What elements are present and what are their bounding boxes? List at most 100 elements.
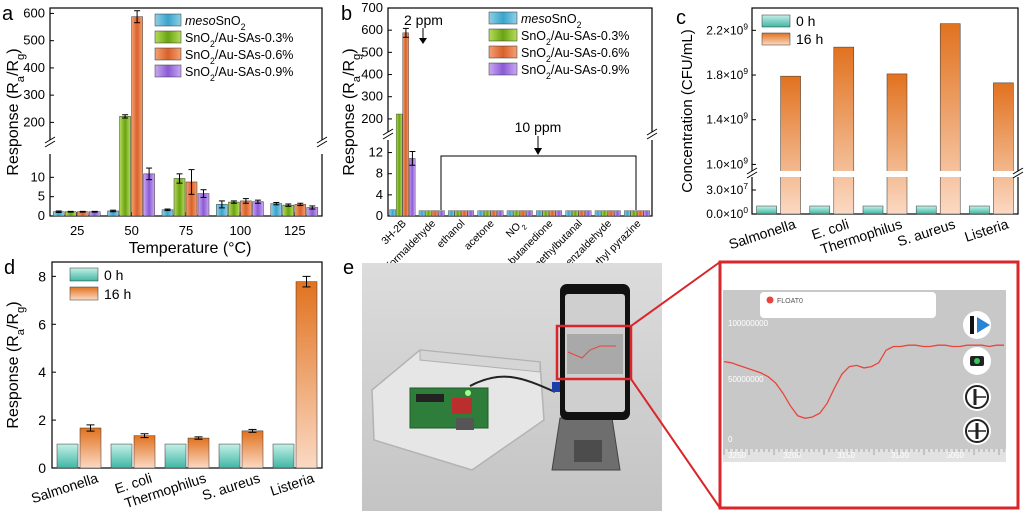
app-x-label: 3050 <box>946 451 964 460</box>
bar <box>496 210 504 217</box>
legend-label: SnO2/Au-SAs-0.9% <box>185 65 293 83</box>
axis-break-mark <box>44 140 56 148</box>
bar <box>218 443 241 469</box>
x-tick-label: 25 <box>70 223 84 238</box>
bar <box>79 427 102 469</box>
x-tick-label: 75 <box>179 223 193 238</box>
bar <box>119 116 131 217</box>
horizontal-scale-icon <box>965 385 989 409</box>
x-tick-label: S. aureus <box>895 216 957 250</box>
panel-letter-d: d <box>4 257 15 279</box>
legend-label: 0 h <box>796 13 815 29</box>
bar <box>133 435 156 469</box>
acrylic-box-top <box>419 349 541 373</box>
bar <box>939 23 961 215</box>
zoom-line <box>630 378 721 509</box>
bar <box>630 210 638 217</box>
bar <box>584 210 592 217</box>
bar <box>418 210 426 217</box>
bar <box>571 210 579 217</box>
bar <box>886 73 908 215</box>
panel-letter-c: c <box>676 7 686 29</box>
y-tick-label: 4 <box>376 187 383 202</box>
board-led <box>465 390 471 396</box>
bar <box>477 210 484 217</box>
bar <box>56 443 79 469</box>
y-tick-label: 8 <box>376 166 383 181</box>
y-axis-label: Response (Ra/Rg) <box>341 48 363 175</box>
x-tick-label: 125 <box>284 223 306 238</box>
bar <box>187 437 210 469</box>
app-y-label: 100000000 <box>728 319 769 328</box>
bar <box>565 210 572 217</box>
app-y-label: 50000000 <box>728 375 764 384</box>
legend-swatch <box>488 28 518 42</box>
legend-label: SnO2/Au-SAs-0.3% <box>185 31 293 49</box>
legend-swatch <box>154 30 182 44</box>
panel-letter-e: e <box>343 257 354 279</box>
plot-frame <box>51 261 323 469</box>
legend-label: SnO2/Au-SAs-0.6% <box>185 48 293 66</box>
bar <box>490 210 497 217</box>
y-tick-label: 200 <box>361 111 383 126</box>
bar <box>643 210 651 217</box>
bar <box>389 209 396 217</box>
legend-label: 0 h <box>104 267 123 283</box>
camera-icon <box>974 358 980 364</box>
board-component <box>452 398 472 414</box>
bar <box>252 201 264 217</box>
bar <box>594 210 602 217</box>
bar <box>164 443 187 469</box>
panel-letter-a: a <box>2 3 14 25</box>
axis-break-mark <box>382 128 394 136</box>
bar <box>294 204 307 217</box>
axis-break-mark <box>382 132 394 140</box>
app-x-label: 3100 <box>891 451 909 460</box>
axis-break-mark <box>1012 171 1024 179</box>
annotation-arrowhead <box>419 38 427 44</box>
y-axis-label: Response (Ra/Rg) <box>5 301 27 428</box>
bar <box>578 210 585 217</box>
plot-frame <box>751 7 1019 215</box>
axis-break-mark <box>646 128 658 136</box>
legend-label: mesoSnO2 <box>185 14 246 32</box>
app-x-axis <box>723 449 1006 462</box>
bar <box>483 210 491 217</box>
zoom-box <box>555 324 633 381</box>
phone-screen-trace <box>567 345 616 359</box>
bar <box>607 210 615 217</box>
panel-c-chart: 0.0×1003.0×1071.0×1091.4×1091.8×1092.2×1… <box>679 7 1024 257</box>
y-tick-label: 0.0×100 <box>706 205 748 221</box>
bar <box>438 210 445 217</box>
play-icon <box>970 316 974 334</box>
phone-screen-plot <box>567 334 623 374</box>
y-tick-label: 2.2×109 <box>706 21 748 37</box>
board-chip <box>416 394 444 402</box>
legend-label: SnO2/Au-SAs-0.3% <box>521 29 629 47</box>
legend-swatch <box>69 286 99 301</box>
legend-swatch <box>761 14 791 28</box>
legend-label: mesoSnO2 <box>521 12 582 30</box>
annotation-bracket <box>440 155 637 210</box>
app-y-label: 0 <box>728 435 733 444</box>
y-tick-label: 0 <box>38 208 45 223</box>
y-tick-label: 2 <box>38 412 46 428</box>
axis-break-mark <box>646 132 658 140</box>
usb-adapter <box>552 382 560 392</box>
bar <box>506 210 514 217</box>
y-tick-label: 8 <box>38 268 46 284</box>
legend-swatch <box>488 11 518 25</box>
annotation-10ppm: 10 ppm <box>515 119 562 135</box>
y-tick-label: 600 <box>23 5 45 20</box>
bar <box>408 158 416 217</box>
app-trace-line <box>723 344 1004 419</box>
bar <box>542 210 550 217</box>
axis-break-mark <box>746 167 758 175</box>
bar <box>461 210 468 217</box>
play-icon <box>977 317 990 333</box>
legend-swatch <box>154 64 182 78</box>
y-tick-label: 0 <box>376 208 383 223</box>
y-tick-label: 300 <box>361 89 383 104</box>
